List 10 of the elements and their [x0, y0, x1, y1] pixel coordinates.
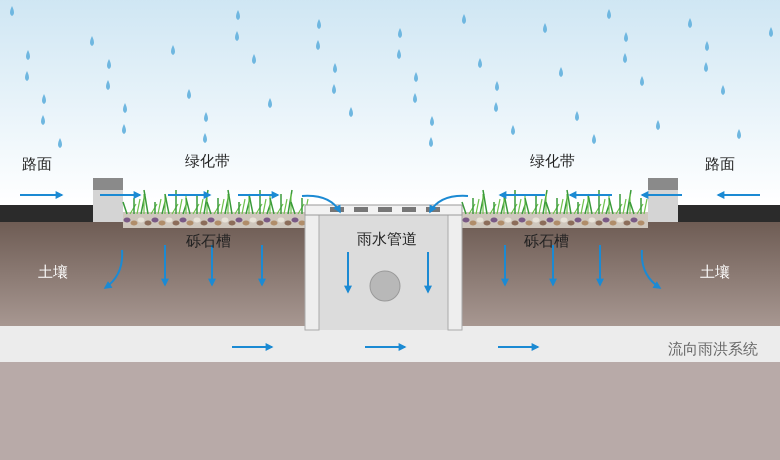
part-label: 砾石槽 — [186, 232, 231, 250]
part-label: 雨水管道 — [357, 230, 417, 248]
part-label: 砾石槽 — [524, 232, 569, 250]
part-label: 土壤 — [700, 263, 730, 281]
part-label: 土壤 — [38, 263, 68, 281]
part-label: 路面 — [22, 155, 52, 173]
part-label: 路面 — [705, 155, 735, 173]
part-label: 绿化带 — [530, 152, 575, 170]
part-label: 绿化带 — [185, 152, 230, 170]
note-label: 流向雨洪系统 — [668, 340, 758, 358]
